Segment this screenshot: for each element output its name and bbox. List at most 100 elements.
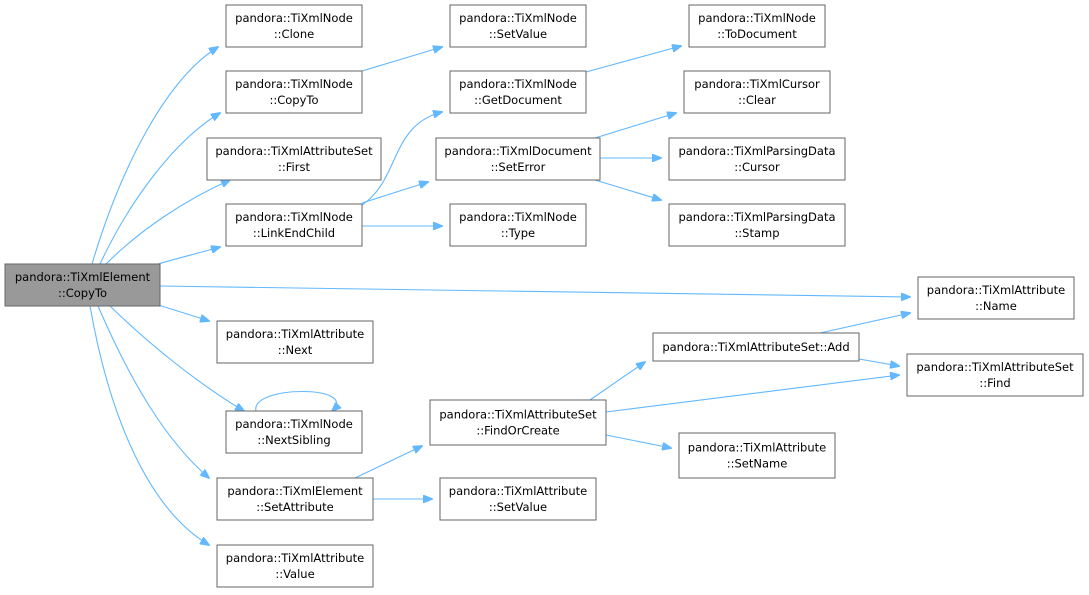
node-n_setname[interactable]: pandora::TiXmlAttribute::SetName	[678, 432, 836, 479]
nodes-layer: pandora::TiXmlElement::CopyTopandora::Ti…	[4, 4, 1084, 588]
node-label-line: pandora::TiXmlAttributeSet	[916, 360, 1074, 374]
node-label-line: pandora::TiXmlParsingData	[678, 210, 835, 224]
edge-root-to-n_first	[105, 180, 230, 265]
edge-root-to-n_setattr	[97, 305, 209, 478]
node-label-line: ::Cursor	[734, 160, 780, 174]
node-box[interactable]	[449, 70, 587, 114]
node-label-line: pandora::TiXmlNode	[235, 11, 353, 25]
node-box[interactable]	[435, 137, 601, 181]
edge-n_findorcreate-to-n_setname	[605, 434, 671, 448]
node-box[interactable]	[652, 332, 860, 362]
node-box[interactable]	[917, 276, 1075, 320]
node-label-line: ::Next	[278, 343, 313, 357]
node-box[interactable]	[439, 477, 597, 521]
edge-root-to-n_linkend	[157, 247, 220, 265]
edge-n_copyto-to-n_setvalue_node	[361, 47, 442, 72]
node-box[interactable]	[4, 263, 161, 307]
node-n_seterror[interactable]: pandora::TiXmlDocument::SetError	[435, 137, 601, 181]
node-label-line: ::GetDocument	[474, 93, 562, 107]
node-label-line: ::SetValue	[489, 27, 547, 41]
edge-n_setattr-to-n_findorcreate	[354, 446, 422, 479]
node-label-line: pandora::TiXmlNode	[235, 77, 353, 91]
node-box[interactable]	[668, 203, 846, 247]
node-label-line: pandora::TiXmlAttribute	[927, 283, 1065, 297]
node-box[interactable]	[678, 432, 836, 479]
node-n_setvalue_attr[interactable]: pandora::TiXmlAttribute::SetValue	[439, 477, 597, 521]
node-n_type[interactable]: pandora::TiXmlNode::Type	[449, 203, 587, 247]
node-label-line: pandora::TiXmlNode	[459, 77, 577, 91]
node-label-line: pandora::TiXmlNode	[235, 210, 353, 224]
edge-root-to-n_nextsib	[109, 305, 244, 411]
node-box[interactable]	[216, 477, 374, 521]
node-box[interactable]	[206, 137, 382, 181]
node-n_findorcreate[interactable]: pandora::TiXmlAttributeSet::FindOrCreate	[429, 399, 607, 446]
node-label-line: pandora::TiXmlAttribute	[449, 484, 587, 498]
node-label-line: ::FindOrCreate	[476, 424, 559, 438]
node-n_getdoc[interactable]: pandora::TiXmlNode::GetDocument	[449, 70, 587, 114]
edge-root-to-n_copyto	[99, 113, 220, 265]
node-n_first[interactable]: pandora::TiXmlAttributeSet::First	[206, 137, 382, 181]
edge-n_nextsib-to-n_nextsib	[255, 390, 337, 412]
node-box[interactable]	[449, 4, 587, 48]
node-label-line: pandora::TiXmlParsingData	[678, 144, 835, 158]
node-label-line: pandora::TiXmlAttribute	[688, 441, 826, 455]
node-label-line: pandora::TiXmlAttribute	[226, 327, 364, 341]
node-label-line: ::Find	[979, 376, 1010, 390]
node-label-line: ::Value	[275, 567, 314, 581]
node-label-line: pandora::TiXmlCursor	[694, 77, 820, 91]
node-n_copyto[interactable]: pandora::TiXmlNode::CopyTo	[225, 70, 363, 114]
node-box[interactable]	[688, 4, 826, 48]
edge-n_linkend-to-n_seterror	[361, 182, 428, 204]
node-box[interactable]	[216, 544, 374, 588]
node-label-line: ::CopyTo	[58, 286, 107, 300]
node-n_find[interactable]: pandora::TiXmlAttributeSet::Find	[906, 353, 1084, 397]
edge-n_findorcreate-to-n_add	[589, 362, 645, 401]
node-n_cursor[interactable]: pandora::TiXmlParsingData::Cursor	[668, 137, 846, 181]
node-box[interactable]	[225, 203, 363, 247]
edge-n_seterror-to-n_clear	[594, 113, 676, 139]
node-box[interactable]	[225, 410, 363, 454]
node-label-line: pandora::TiXmlNode	[698, 11, 816, 25]
node-label-line: pandora::TiXmlNode	[459, 210, 577, 224]
node-label-line: pandora::TiXmlAttributeSet	[439, 408, 597, 422]
node-box[interactable]	[216, 320, 374, 364]
node-box[interactable]	[449, 203, 587, 247]
node-box[interactable]	[225, 4, 363, 48]
node-box[interactable]	[906, 353, 1084, 397]
node-box[interactable]	[429, 399, 607, 446]
node-label-line: ::LinkEndChild	[253, 226, 335, 240]
node-label-line: ::First	[278, 160, 310, 174]
node-n_clone[interactable]: pandora::TiXmlNode::Clone	[225, 4, 363, 48]
edge-root-to-n_clone	[91, 47, 218, 265]
node-label-line: ::SetValue	[489, 500, 547, 514]
node-label-line: ::Type	[501, 226, 535, 240]
node-label-line: pandora::TiXmlDocument	[444, 144, 592, 158]
node-label-line: pandora::TiXmlNode	[235, 417, 353, 431]
node-n_todoc[interactable]: pandora::TiXmlNode::ToDocument	[688, 4, 826, 48]
node-label-line: pandora::TiXmlAttribute	[226, 551, 364, 565]
node-n_setattr[interactable]: pandora::TiXmlElement::SetAttribute	[216, 477, 374, 521]
node-n_stamp[interactable]: pandora::TiXmlParsingData::Stamp	[668, 203, 846, 247]
node-box[interactable]	[683, 70, 831, 114]
node-label-line: ::NextSibling	[257, 433, 330, 447]
node-n_setvalue_node[interactable]: pandora::TiXmlNode::SetValue	[449, 4, 587, 48]
node-n_value[interactable]: pandora::TiXmlAttribute::Value	[216, 544, 374, 588]
edge-root-to-n_value	[89, 305, 209, 545]
node-box[interactable]	[225, 70, 363, 114]
node-n_linkend[interactable]: pandora::TiXmlNode::LinkEndChild	[225, 203, 363, 247]
node-root[interactable]: pandora::TiXmlElement::CopyTo	[4, 263, 161, 307]
node-n_name[interactable]: pandora::TiXmlAttribute::Name	[917, 276, 1075, 320]
edge-n_findorcreate-to-n_find	[605, 375, 899, 413]
node-n_next[interactable]: pandora::TiXmlAttribute::Next	[216, 320, 374, 364]
edge-n_linkend-to-n_getdoc	[361, 112, 442, 206]
node-n_add[interactable]: pandora::TiXmlAttributeSet::Add	[652, 332, 860, 362]
node-label-line: ::SetError	[491, 160, 546, 174]
edge-root-to-n_next	[157, 304, 209, 321]
node-n_nextsib[interactable]: pandora::TiXmlNode::NextSibling	[225, 410, 363, 454]
node-box[interactable]	[668, 137, 846, 181]
node-label-line: ::Name	[975, 299, 1017, 313]
edge-n_add-to-n_find	[858, 358, 899, 366]
node-n_clear[interactable]: pandora::TiXmlCursor::Clear	[683, 70, 831, 114]
node-label-line: ::Clear	[738, 93, 776, 107]
